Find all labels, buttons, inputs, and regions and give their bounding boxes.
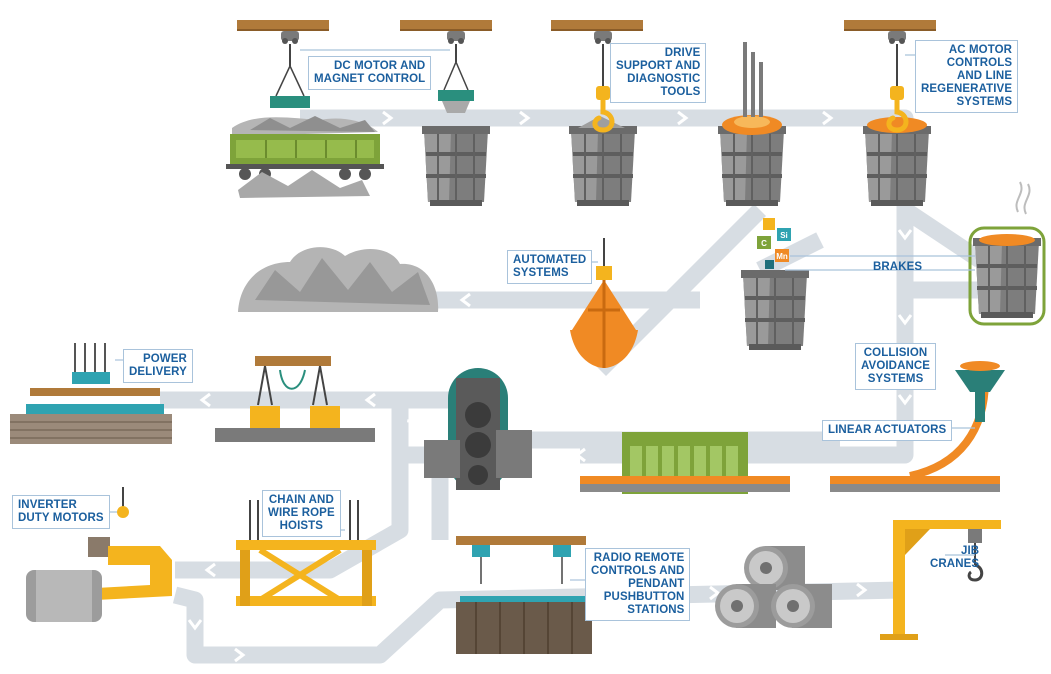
scrap-pile-icon <box>238 247 439 312</box>
ladle-icon <box>421 42 932 207</box>
overhead-crane-icon <box>237 20 936 44</box>
inverter-motor-rig <box>26 487 172 622</box>
rolling-mill-icon <box>424 368 532 490</box>
label-connectors <box>82 49 975 581</box>
alloy-additions: Si C Mn <box>740 218 810 351</box>
jib-crane-icon <box>880 520 1001 640</box>
alloy-tag-c: C <box>761 239 767 248</box>
power-delivery-rig <box>10 343 172 444</box>
continuous-caster-icon <box>580 361 1005 494</box>
magnet-icon <box>270 44 474 113</box>
alloy-tag-si: Si <box>780 231 788 240</box>
furnace-icon <box>968 181 1046 326</box>
chain-hoist-gantry <box>236 500 376 606</box>
label-brakes: BRAKES <box>873 261 923 273</box>
grab-bucket-icon <box>570 238 638 368</box>
rail-wagon-icon <box>226 116 384 198</box>
alloy-tag-mn: Mn <box>776 252 788 261</box>
label-linear-actuators: LINEAR ACTUATORS <box>822 420 953 441</box>
hook-icon <box>595 44 906 130</box>
magnet-lifter <box>215 356 375 442</box>
overhead-pendant-crane <box>456 536 592 654</box>
steel-coil-icon <box>715 546 832 628</box>
